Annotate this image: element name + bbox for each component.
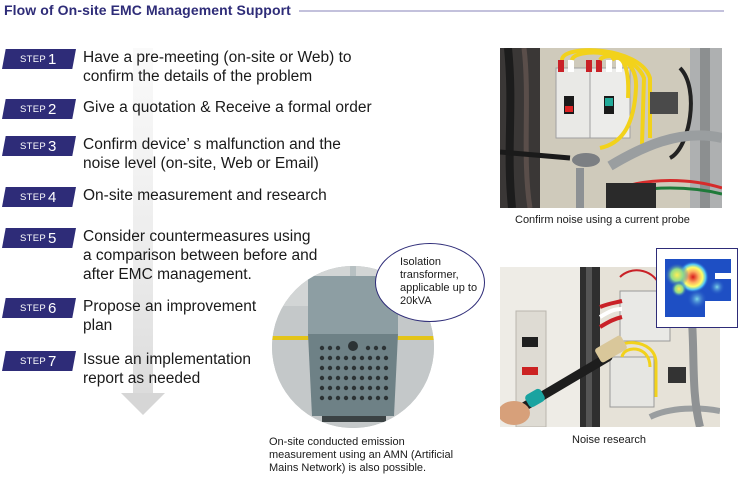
step-badge: STEP 5 — [2, 228, 76, 248]
step-label: STEP — [20, 355, 47, 367]
step-description: Have a pre-meeting (on-site or Web) to c… — [83, 49, 352, 85]
step-number: 7 — [48, 352, 57, 370]
step-description: Consider countermeasures using a compari… — [83, 228, 318, 283]
step-description: On-site measurement and research — [83, 187, 327, 204]
step-6: STEP 6 Propose an improvement plan — [0, 298, 256, 335]
step-number: 6 — [48, 299, 57, 317]
current-probe-photo — [500, 48, 722, 208]
header: Flow of On-site EMC Management Support — [4, 0, 724, 20]
step-5: STEP 5 Consider countermeasures using a … — [0, 228, 317, 284]
flow-down-arrow-icon — [121, 48, 165, 418]
step-number: 4 — [48, 188, 57, 206]
page-title: Flow of On-site EMC Management Support — [4, 2, 291, 18]
step-description: Propose an improvement plan — [83, 298, 257, 334]
noise-heatmap-inset — [656, 248, 738, 328]
step-3: STEP 3 Confirm device’ s malfunction and… — [0, 136, 341, 173]
title-divider — [298, 10, 724, 12]
step-badge: STEP 7 — [2, 351, 76, 371]
step-badge: STEP 6 — [2, 298, 76, 318]
step-badge: STEP 4 — [2, 187, 76, 207]
step-2: STEP 2 Give a quotation & Receive a form… — [0, 99, 372, 119]
step-label: STEP — [20, 191, 47, 203]
step-label: STEP — [20, 103, 47, 115]
step-1: STEP 1 Have a pre-meeting (on-site or We… — [0, 49, 352, 86]
step-number: 3 — [48, 137, 57, 155]
step-description: Issue an implementation report as needed — [83, 351, 252, 387]
step-badge: STEP 3 — [2, 136, 76, 156]
step-number: 1 — [48, 50, 57, 68]
step-label: STEP — [20, 140, 47, 152]
transformer-caption: On-site conducted emission measurement u… — [269, 436, 454, 474]
step-label: STEP — [20, 232, 47, 244]
step-4: STEP 4 On-site measurement and research — [0, 187, 327, 207]
step-number: 5 — [48, 229, 57, 247]
step-badge: STEP 2 — [2, 99, 76, 119]
current-probe-caption: Confirm noise using a current probe — [515, 214, 690, 226]
step-label: STEP — [20, 53, 47, 65]
step-label: STEP — [20, 302, 47, 314]
step-7: STEP 7 Issue an implementation report as… — [0, 351, 251, 388]
step-description: Give a quotation & Receive a formal orde… — [83, 99, 372, 116]
transformer-callout-bubble: Isolation transformer, applicable up to … — [375, 243, 485, 322]
step-number: 2 — [48, 100, 57, 118]
noise-research-caption: Noise research — [572, 434, 646, 446]
step-badge: STEP 1 — [2, 49, 76, 69]
step-description: Confirm device’ s malfunction and the no… — [83, 136, 341, 172]
